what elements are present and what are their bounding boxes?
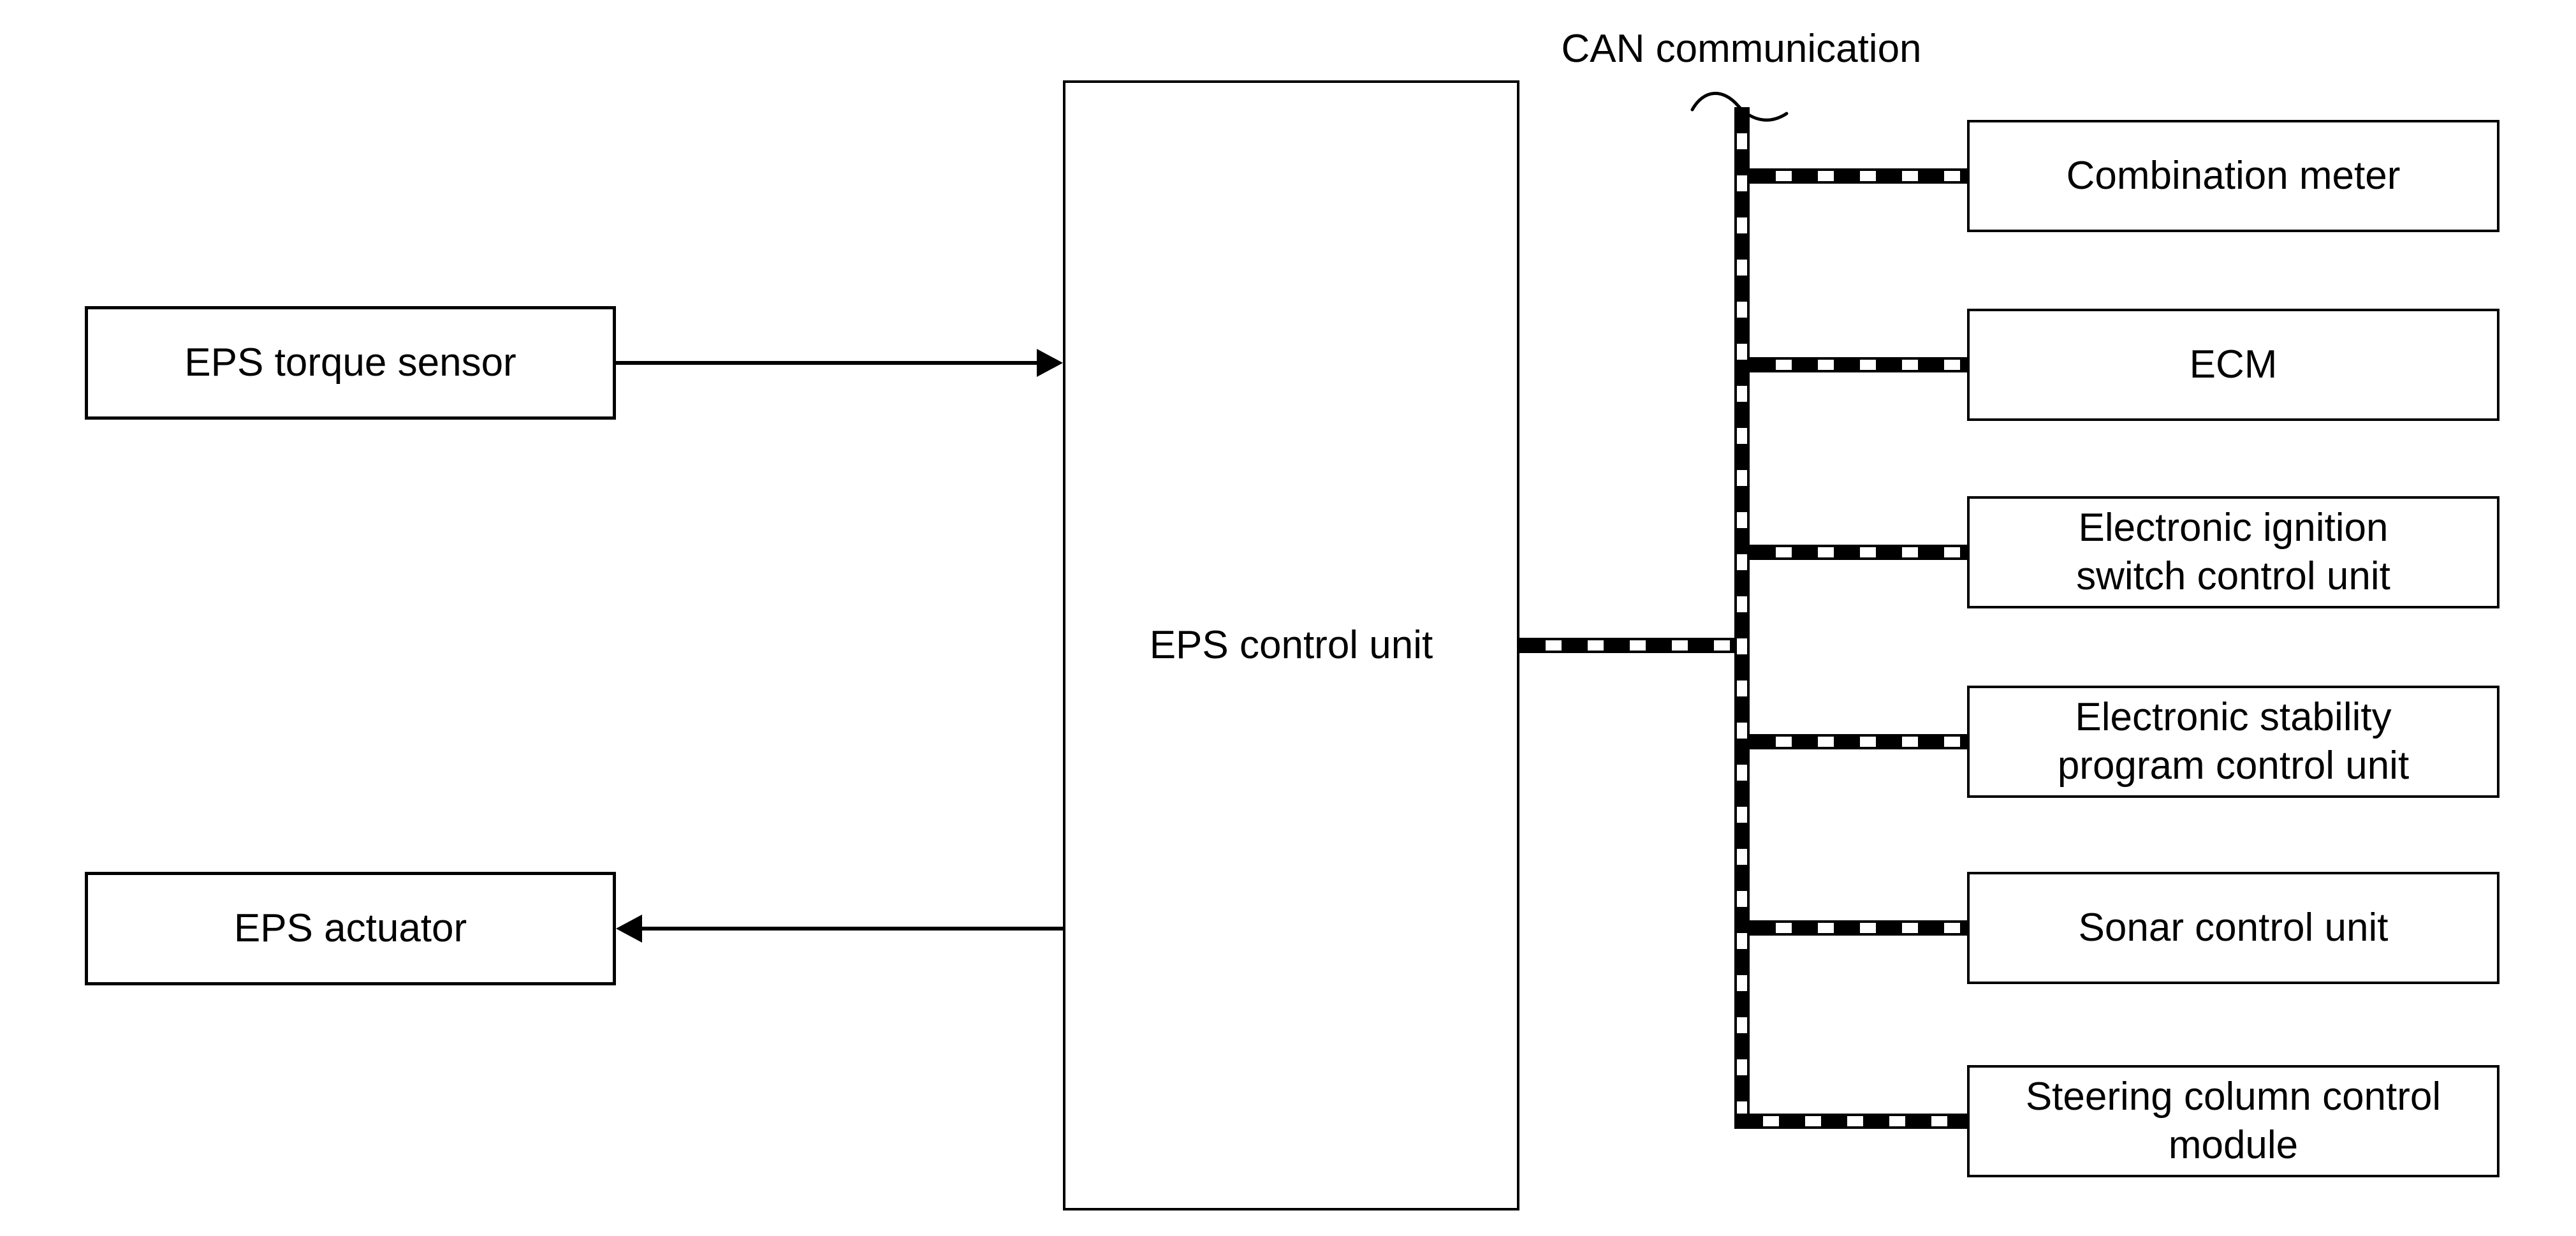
- eps-torque-sensor-label: EPS torque sensor: [184, 341, 516, 385]
- can-bus-line: [1734, 107, 1750, 1129]
- node-ignition-switch-label-line2: switch control unit: [2076, 554, 2390, 598]
- node-stability-program-box: Electronic stability program control uni…: [1967, 686, 2499, 798]
- eps-torque-sensor-box: EPS torque sensor: [85, 306, 616, 420]
- can-branch-steering-column: [1737, 1114, 1967, 1129]
- node-ignition-switch-box: Electronic ignition switch control unit: [1967, 496, 2499, 608]
- can-branch-combination-meter: [1750, 168, 1967, 184]
- node-steering-column-box: Steering column control module: [1967, 1065, 2499, 1177]
- ecu-to-actuator-arrow-shaft: [642, 927, 1063, 931]
- node-steering-column-label-line2: module: [2168, 1123, 2299, 1167]
- ecu-can-link-line: [1519, 638, 1734, 653]
- can-branch-sonar: [1750, 920, 1967, 936]
- can-branch-stability-program: [1750, 734, 1967, 749]
- torque-sensor-to-ecu-arrow-shaft: [616, 361, 1038, 365]
- can-communication-label: CAN communication: [1561, 27, 1922, 71]
- eps-actuator-box: EPS actuator: [85, 872, 616, 985]
- node-ignition-switch-label-line1: Electronic ignition: [2078, 506, 2389, 550]
- node-sonar-box: Sonar control unit: [1967, 872, 2499, 984]
- node-steering-column-label-line1: Steering column control: [2025, 1075, 2441, 1119]
- node-stability-program-label-line2: program control unit: [2057, 744, 2410, 788]
- node-combination-meter-box: Combination meter: [1967, 120, 2499, 232]
- can-bus-wave-icon: [1690, 91, 1789, 122]
- arrow-right-icon: [1037, 349, 1063, 377]
- can-branch-ecm: [1750, 357, 1967, 372]
- eps-control-unit-box: EPS control unit: [1063, 80, 1519, 1210]
- eps-control-unit-label: EPS control unit: [1149, 623, 1433, 667]
- eps-actuator-label: EPS actuator: [233, 906, 467, 950]
- node-ecm-box: ECM: [1967, 309, 2499, 421]
- arrow-left-icon: [616, 915, 642, 943]
- node-combination-meter-label: Combination meter: [2066, 154, 2401, 198]
- node-sonar-label: Sonar control unit: [2078, 906, 2389, 950]
- node-stability-program-label-line1: Electronic stability: [2075, 695, 2392, 739]
- node-ecm-label: ECM: [2189, 342, 2278, 386]
- can-branch-ignition-switch: [1750, 545, 1967, 560]
